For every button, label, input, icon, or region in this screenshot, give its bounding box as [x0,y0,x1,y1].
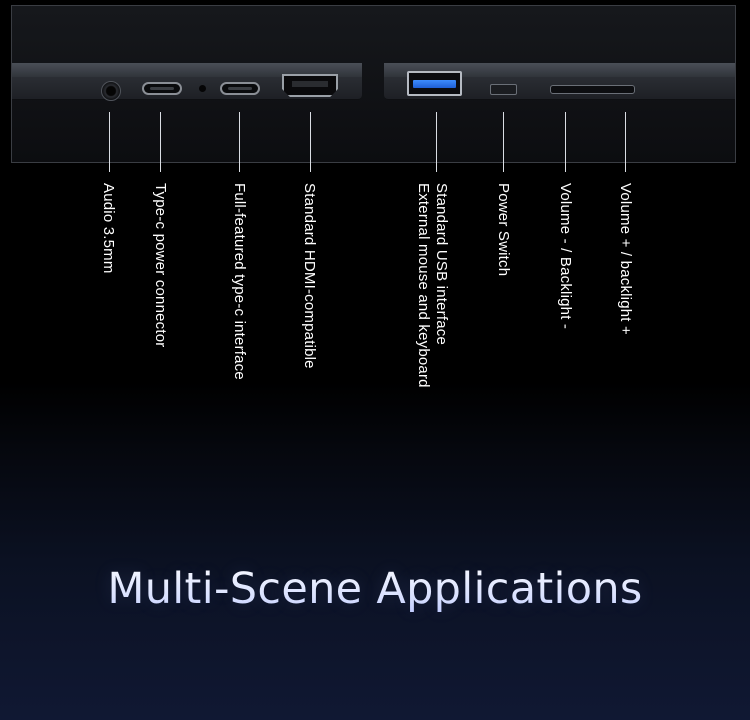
usb-label-line-1: Standard USB interface [433,183,450,345]
typec-full-port [220,82,260,95]
volume-up-leader-line [625,112,626,172]
section-title: Multi-Scene Applications [0,559,750,619]
power-switch-leader-line [503,112,504,172]
audio-label: Audio 3.5mm [100,183,117,274]
usb-label-line-2: External mouse and keyboard [415,183,432,388]
typec-full-label: Full-featured type-c interface [231,183,248,380]
power-switch-label: Power Switch [495,183,512,277]
typec-power-port [142,82,182,95]
reset-pinhole [199,85,206,92]
typec-power-label: Type-c power connector [152,183,169,348]
left-rail-highlight [12,63,362,77]
volume-down-leader-line [565,112,566,172]
usb-a-port [407,71,462,96]
audio-jack [101,81,121,101]
power-switch [490,84,517,95]
volume-up-label: Volume + / backlight + [617,183,634,335]
typec-full-leader-line [239,112,240,172]
right-rail-highlight [384,63,735,77]
hdmi-label: Standard HDMI-compatible [301,183,318,369]
audio-leader-line [109,112,110,172]
typec-power-leader-line [160,112,161,172]
hdmi-port [282,74,338,97]
volume-rocker [550,85,635,94]
hdmi-leader-line [310,112,311,172]
usb-leader-line [436,112,437,172]
left-port-rail [12,63,362,100]
volume-down-label: Volume - / Backlight - [557,183,574,330]
usb-label: Standard USB interface External mouse an… [414,183,450,388]
